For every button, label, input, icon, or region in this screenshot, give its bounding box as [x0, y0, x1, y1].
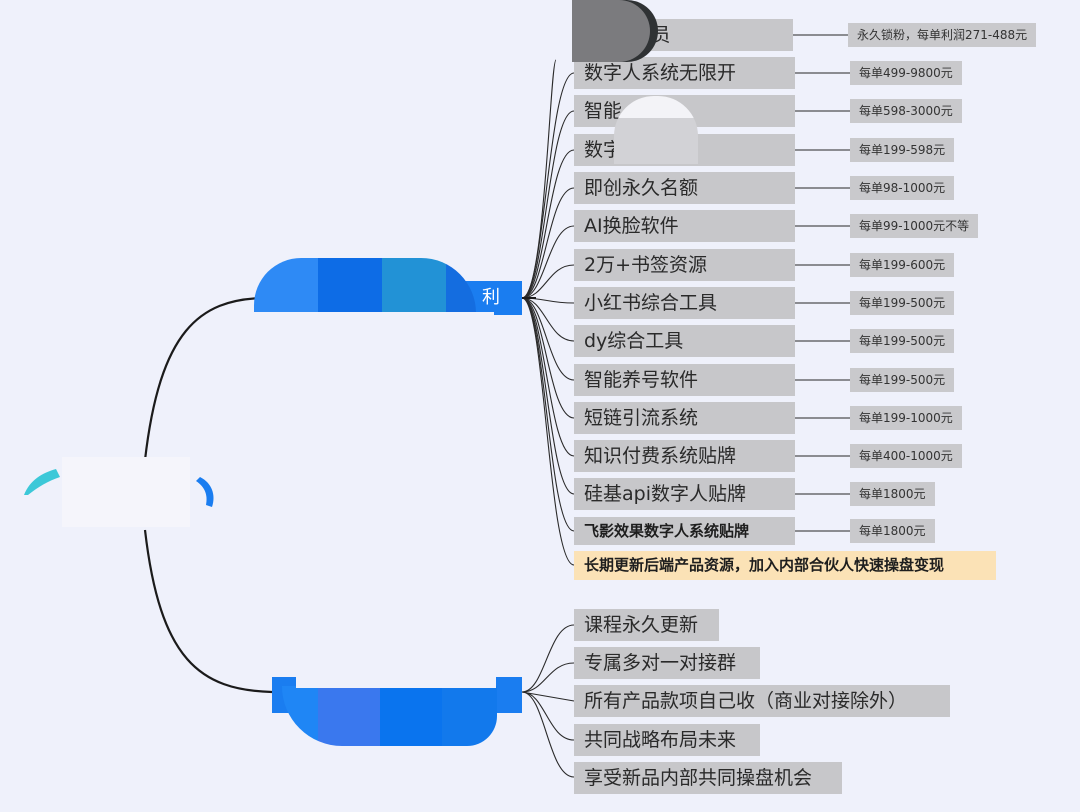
redaction-mask	[296, 676, 496, 688]
benefit-node[interactable]: 享受新品内部共同操盘机会	[574, 762, 842, 794]
product-node[interactable]: 小红书综合工具	[574, 287, 795, 319]
redaction-mask	[254, 312, 494, 352]
price-note: 每单199-500元	[850, 329, 955, 353]
price-note: 每单499-9800元	[850, 61, 962, 85]
product-node[interactable]: AI换脸软件	[574, 210, 795, 242]
product-node[interactable]: 即创永久名额	[574, 172, 795, 204]
benefit-node[interactable]: 共同战略布局未来	[574, 724, 760, 756]
price-note: 每单598-3000元	[850, 99, 962, 123]
product-node[interactable]: 短链引流系统	[574, 402, 795, 434]
product-node[interactable]: dy综合工具	[574, 325, 795, 357]
redaction-mask	[614, 96, 698, 164]
price-note: 每单1800元	[850, 482, 935, 506]
price-note: 每单199-600元	[850, 253, 955, 277]
benefit-node[interactable]: 所有产品款项自己收（商业对接除外）	[574, 685, 950, 717]
product-node[interactable]: 知识付费系统贴牌	[574, 440, 795, 472]
redaction-mask	[572, 0, 650, 62]
price-note: 每单199-500元	[850, 291, 955, 315]
product-node[interactable]: 飞影效果数字人系统贴牌	[574, 517, 795, 545]
product-node[interactable]: 硅基api数字人贴牌	[574, 478, 795, 510]
price-note: 每单98-1000元	[850, 176, 955, 200]
benefit-node[interactable]: 课程永久更新	[574, 609, 719, 641]
price-note: 每单199-598元	[850, 138, 955, 162]
benefit-node[interactable]: 专属多对一对接群	[574, 647, 760, 679]
price-note: 永久锁粉，每单利润271-488元	[848, 23, 1037, 47]
price-note: 每单199-500元	[850, 368, 955, 392]
product-node[interactable]: 智能养号软件	[574, 364, 795, 396]
price-note: 每单199-1000元	[850, 406, 962, 430]
price-note: 每单400-1000元	[850, 444, 962, 468]
product-node[interactable]: 2万+书签资源	[574, 249, 795, 281]
branch-products-label: 利	[482, 287, 500, 308]
price-note: 每单99-1000元不等	[850, 214, 979, 238]
redaction-mask	[282, 686, 497, 746]
highlight-node[interactable]: 长期更新后端产品资源，加入内部合伙人快速操盘变现	[574, 551, 996, 580]
price-note: 每单1800元	[850, 519, 935, 543]
product-node[interactable]: 数字人系统无限开	[574, 57, 795, 89]
root-node[interactable]	[20, 455, 220, 531]
redaction-mask	[254, 258, 476, 313]
